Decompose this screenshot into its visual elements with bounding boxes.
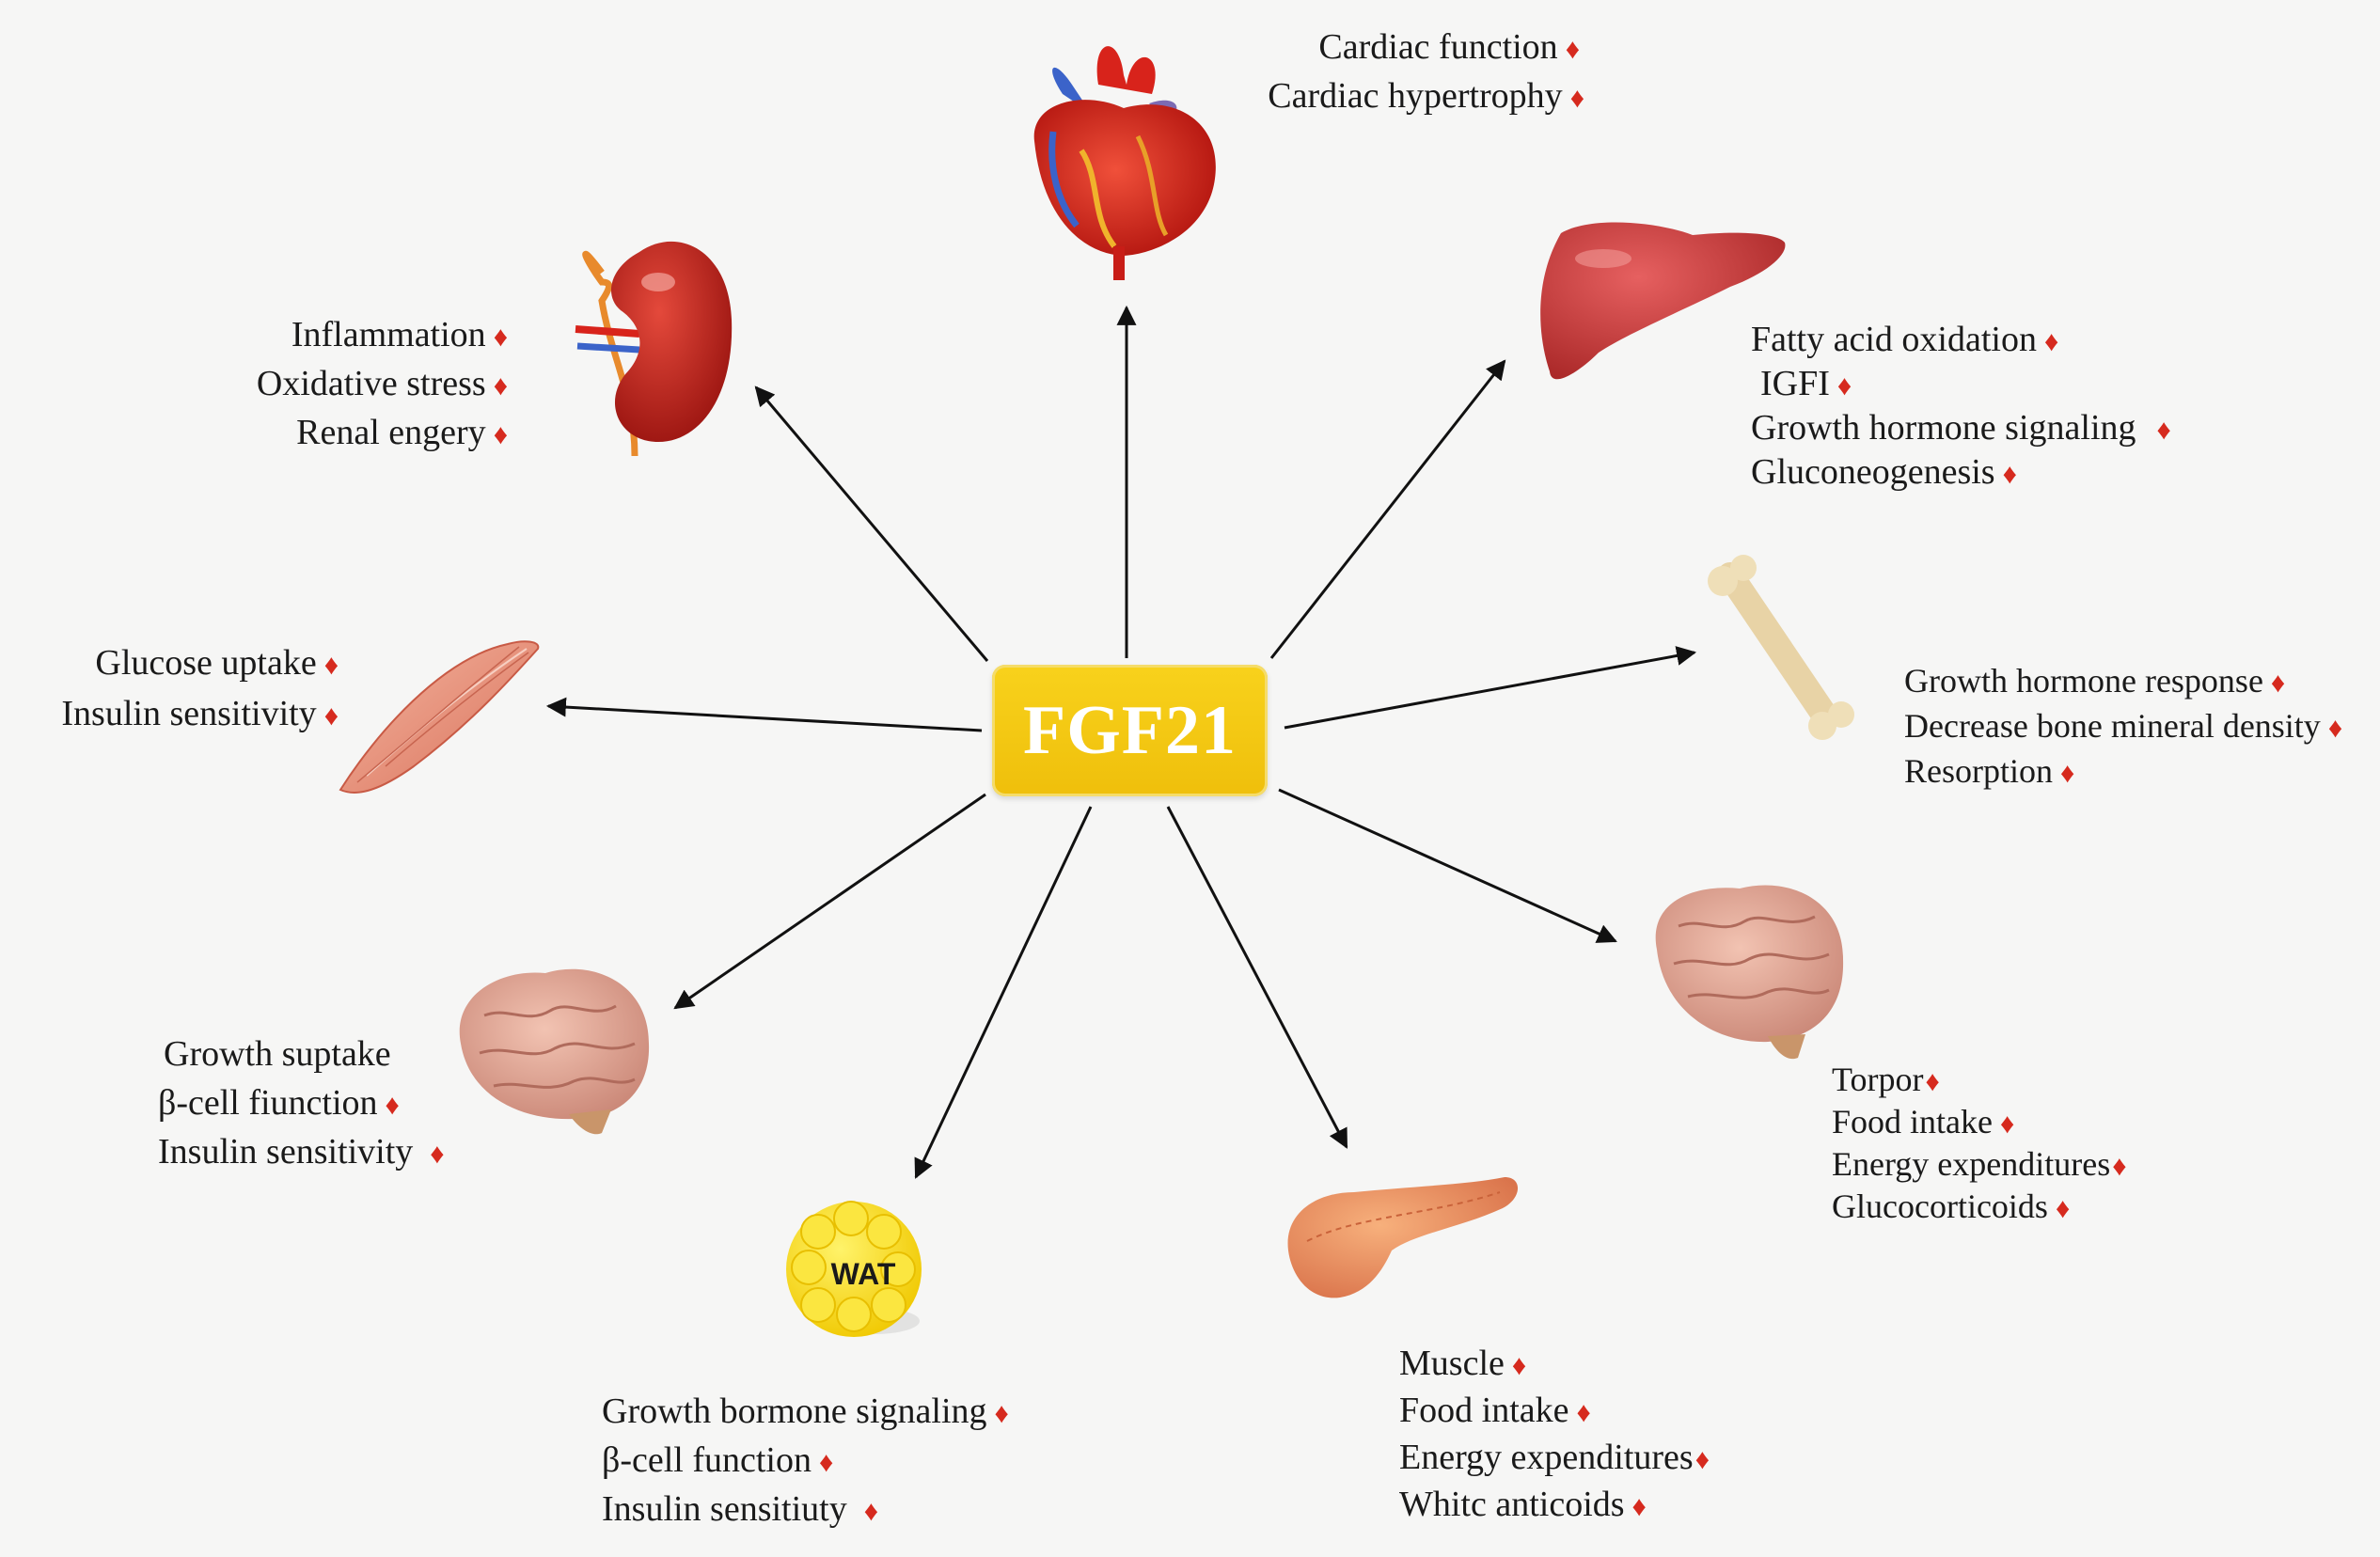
effect-item: Gluconeogenesis♦ <box>1751 452 2017 492</box>
arrow-to-pancreas <box>1166 806 1348 1149</box>
effect-item: Glucose uptake♦ <box>95 643 339 683</box>
pancreas-icon <box>1287 1177 1519 1298</box>
effect-item: Resorption♦ <box>1904 752 2075 790</box>
effect-item: Insulin sensitivity♦ <box>158 1132 445 1172</box>
effect-item: IGFI♦ <box>1760 364 1852 403</box>
effect-item: Inflammation♦ <box>291 315 508 354</box>
fgf21-node: FGF21 <box>992 665 1268 796</box>
effect-item: Food intake♦ <box>1832 1103 2015 1140</box>
effect-item: Insulin sensitivity♦ <box>61 694 339 733</box>
effect-item: Growth hormone response♦ <box>1904 662 2286 700</box>
kidney-icon <box>575 241 733 457</box>
pancreas-effects: Muscle♦ Food intake♦ Energy expenditures… <box>1399 1340 1710 1528</box>
arrow-to-muscle <box>545 697 983 732</box>
wat-label: WAT <box>831 1257 896 1291</box>
effect-item: β-cell fiunction♦ <box>158 1083 400 1123</box>
wat-effects: Growth bormone signaling♦ β-cell functio… <box>602 1387 1009 1533</box>
effect-item: β-cell function♦ <box>602 1440 834 1480</box>
fgf21-label: FGF21 <box>1023 691 1237 769</box>
effect-item: Whitc anticoids♦ <box>1399 1485 1647 1524</box>
effect-item: Glucocorticoids♦ <box>1832 1187 2071 1225</box>
effect-item: Energy expenditures♦ <box>1399 1438 1710 1477</box>
effect-item: Growth bormone signaling♦ <box>602 1392 1009 1431</box>
arrow-to-liver <box>1269 359 1506 659</box>
effect-item: Growth hormone signaling♦ <box>1751 408 2171 448</box>
brain-right-effects: Torpor♦ Food intake♦ Energy expenditures… <box>1832 1059 2127 1228</box>
effect-item: Growth suptake <box>164 1034 391 1074</box>
heart-icon <box>1033 46 1216 280</box>
muscle-effects: Glucose uptake♦ Insulin sensitivity♦ <box>19 637 339 739</box>
liver-effects: Fatty acid oxidation♦ IGFI♦ Growth hormo… <box>1751 318 2171 495</box>
brain-icon <box>1655 885 1844 1060</box>
liver-icon <box>1540 222 1786 380</box>
effect-item: Renal engery♦ <box>296 413 508 452</box>
arrow-to-wat <box>914 806 1093 1179</box>
effect-item: Oxidative stress♦ <box>256 364 508 403</box>
effect-item: Energy expenditures♦ <box>1832 1145 2127 1183</box>
effect-item: Decrease bone mineral density♦ <box>1904 707 2343 745</box>
arrow-to-kidney <box>754 385 989 662</box>
adipose-tissue-icon: WAT <box>786 1201 922 1337</box>
kidney-effects: Inflammation♦ Oxidative stress♦ Renal en… <box>226 310 508 457</box>
effect-item: Cardiac function♦ <box>1318 27 1580 67</box>
muscle-icon <box>339 640 540 794</box>
heart-effects: Cardiac function♦ Cardiac hypertrophy♦ <box>1222 23 1584 120</box>
effect-item: Muscle♦ <box>1399 1344 1527 1383</box>
effect-item: Food intake♦ <box>1399 1391 1591 1430</box>
brain-left-effects: Growth suptake β-cell fiunction♦ Insulin… <box>158 1030 445 1176</box>
arrow-to-bone <box>1284 646 1697 730</box>
effect-item: Fatty acid oxidation♦ <box>1751 320 2059 359</box>
bone-effects: Growth hormone response♦ Decrease bone m… <box>1904 658 2342 794</box>
arrow-to-brain-right <box>1278 788 1617 943</box>
arrow-to-brain-left <box>673 793 986 1010</box>
arrows <box>545 305 1697 1179</box>
brain-icon <box>459 968 650 1135</box>
bone-icon <box>1708 555 1854 740</box>
effect-item: Torpor♦ <box>1832 1061 1940 1098</box>
effect-item: Cardiac hypertrophy♦ <box>1268 76 1584 116</box>
effect-item: Insulin sensitiuty♦ <box>602 1489 879 1529</box>
